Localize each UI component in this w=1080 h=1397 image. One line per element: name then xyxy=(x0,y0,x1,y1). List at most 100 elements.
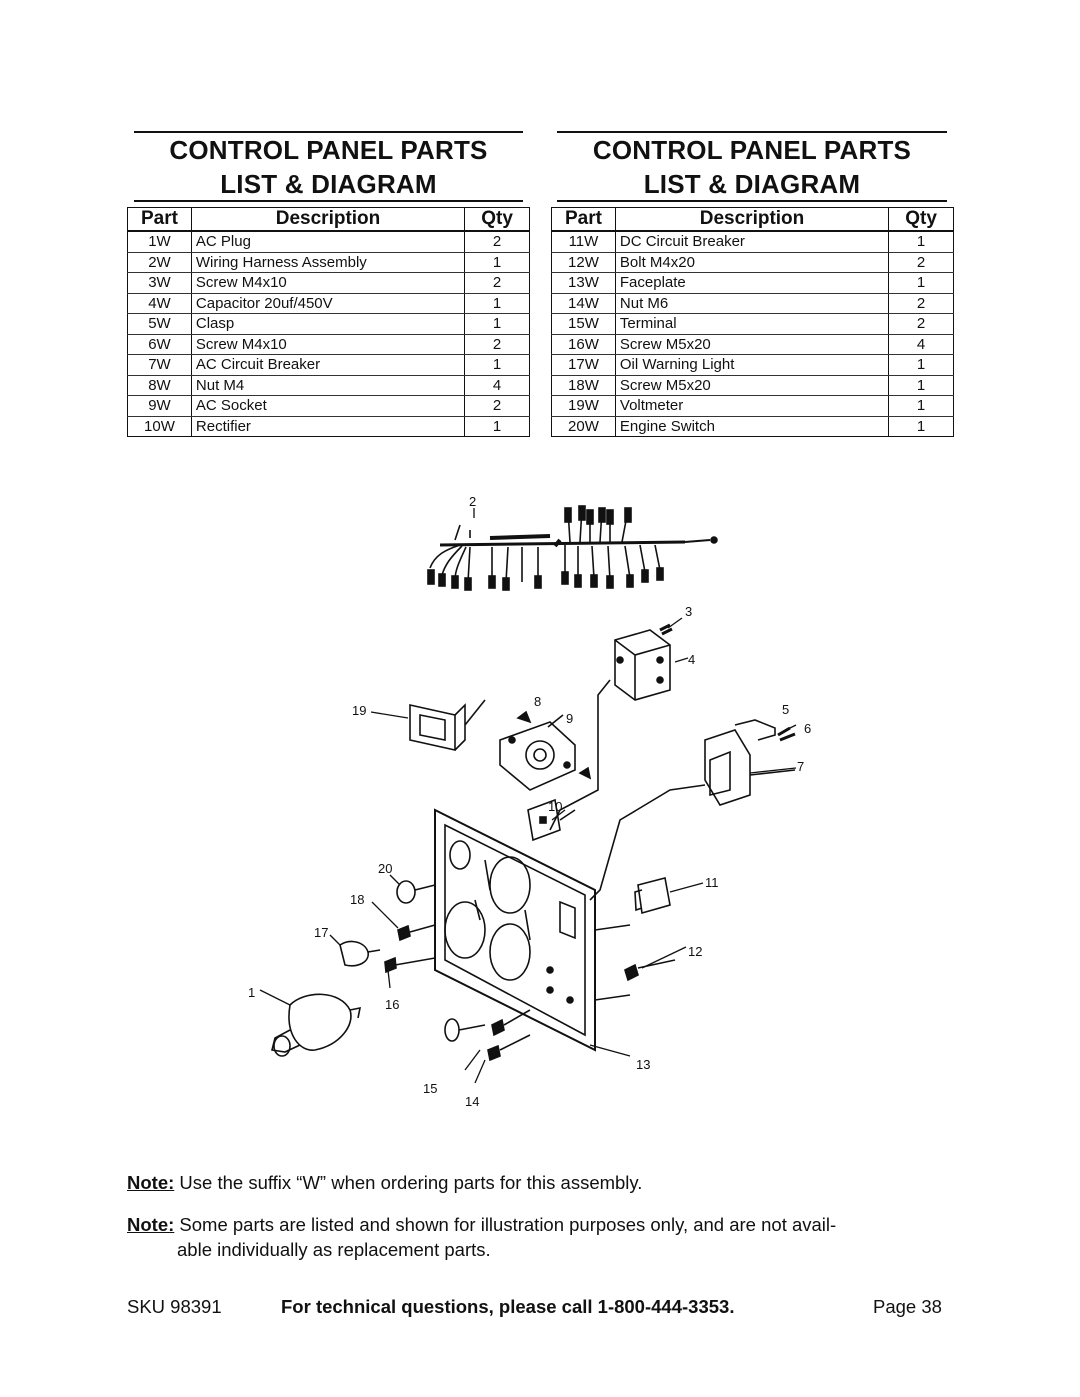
part-number-cell: 11W xyxy=(551,231,616,253)
description-cell: Wiring Harness Assembly xyxy=(190,252,466,273)
voltmeter-illustration xyxy=(409,699,486,751)
front-components-illustration xyxy=(271,880,436,1057)
part-number-cell: 15W xyxy=(551,313,616,335)
part-number-cell: 1W xyxy=(127,231,192,253)
description-cell: AC Socket xyxy=(190,395,466,417)
part-number-cell: 14W xyxy=(551,293,616,314)
qty-cell: 1 xyxy=(464,252,530,273)
callout-5: 5 xyxy=(782,702,789,717)
right-section-heading: CONTROL PANEL PARTS LIST & DIAGRAM xyxy=(557,131,947,202)
footer-sku: SKU 98391 xyxy=(127,1296,222,1317)
callout-10: 10 xyxy=(548,799,562,814)
part-number-cell: 19W xyxy=(551,395,616,417)
description-cell: Faceplate xyxy=(614,272,890,294)
qty-cell: 2 xyxy=(888,313,954,335)
qty-cell: 2 xyxy=(464,395,530,417)
qty-cell: 1 xyxy=(888,272,954,294)
left-section-heading: CONTROL PANEL PARTS LIST & DIAGRAM xyxy=(134,131,523,202)
description-column-header: Description xyxy=(190,207,466,232)
part-number-cell: 13W xyxy=(551,272,616,294)
footer-page-number: Page 38 xyxy=(873,1296,942,1317)
qty-cell: 1 xyxy=(464,313,530,335)
callout-7: 7 xyxy=(797,759,804,774)
rear-components-illustration xyxy=(444,877,676,1062)
callout-2: 2 xyxy=(469,494,476,509)
callout-17: 17 xyxy=(314,925,328,940)
callout-4: 4 xyxy=(688,652,695,667)
qty-cell: 4 xyxy=(464,375,530,396)
note-availability: Note: Some parts are listed and shown fo… xyxy=(127,1212,967,1262)
description-cell: Oil Warning Light xyxy=(614,354,890,376)
qty-column-header: Qty xyxy=(464,207,530,232)
description-cell: Engine Switch xyxy=(614,416,890,437)
callout-3: 3 xyxy=(685,604,692,619)
callout-20: 20 xyxy=(378,861,392,876)
part-number-cell: 9W xyxy=(127,395,192,417)
description-cell: Rectifier xyxy=(190,416,466,437)
wiring-harness-illustration xyxy=(427,505,718,591)
callout-6: 6 xyxy=(804,721,811,736)
part-number-cell: 6W xyxy=(127,334,192,355)
right-heading-line1: CONTROL PANEL PARTS xyxy=(592,135,912,165)
control-panel-exploded-diagram: 2 3 4 5 6 7 8 9 10 11 12 13 14 15 16 17 … xyxy=(248,494,811,1109)
qty-cell: 1 xyxy=(464,416,530,437)
callout-15: 15 xyxy=(423,1081,437,1096)
callout-18: 18 xyxy=(350,892,364,907)
qty-cell: 1 xyxy=(888,416,954,437)
description-cell: Bolt M4x20 xyxy=(614,252,890,273)
note-label: Note: xyxy=(127,1214,175,1235)
part-number-cell: 5W xyxy=(127,313,192,335)
description-column-header: Description xyxy=(614,207,890,232)
note-label: Note: xyxy=(127,1172,175,1193)
qty-cell: 1 xyxy=(888,395,954,417)
qty-cell: 1 xyxy=(888,231,954,253)
left-heading-line2: LIST & DIAGRAM xyxy=(220,169,437,199)
callout-leaders xyxy=(259,508,797,1084)
right-heading-line2: LIST & DIAGRAM xyxy=(643,169,861,199)
qty-cell: 2 xyxy=(888,252,954,273)
callout-8: 8 xyxy=(534,694,541,709)
callout-9: 9 xyxy=(566,711,573,726)
note-suffix: Note: Use the suffix “W” when ordering p… xyxy=(127,1170,642,1195)
left-heading-line1: CONTROL PANEL PARTS xyxy=(169,135,488,165)
faceplate-illustration xyxy=(434,808,596,1052)
description-cell: DC Circuit Breaker xyxy=(614,231,890,253)
note-text: Use the suffix “W” when ordering parts f… xyxy=(179,1172,643,1193)
callout-13: 13 xyxy=(636,1057,650,1072)
callout-16: 16 xyxy=(385,997,399,1012)
description-cell: Voltmeter xyxy=(614,395,890,417)
qty-cell: 1 xyxy=(464,293,530,314)
description-cell: Screw M5x20 xyxy=(614,375,890,396)
callout-1: 1 xyxy=(248,985,255,1000)
table-header-row: Part Description Qty xyxy=(127,207,530,232)
part-number-cell: 17W xyxy=(551,354,616,376)
part-number-cell: 4W xyxy=(127,293,192,314)
part-number-cell: 7W xyxy=(127,354,192,376)
callout-11: 11 xyxy=(705,875,719,890)
qty-cell: 2 xyxy=(888,293,954,314)
description-cell: Nut M4 xyxy=(190,375,466,396)
callout-14: 14 xyxy=(465,1094,479,1109)
note-text-continued: able individually as replacement parts. xyxy=(177,1239,491,1260)
part-column-header: Part xyxy=(551,207,616,232)
callout-12: 12 xyxy=(688,944,702,959)
part-number-cell: 16W xyxy=(551,334,616,355)
note-text: Some parts are listed and shown for illu… xyxy=(179,1214,837,1235)
qty-cell: 1 xyxy=(888,375,954,396)
qty-cell: 2 xyxy=(464,334,530,355)
